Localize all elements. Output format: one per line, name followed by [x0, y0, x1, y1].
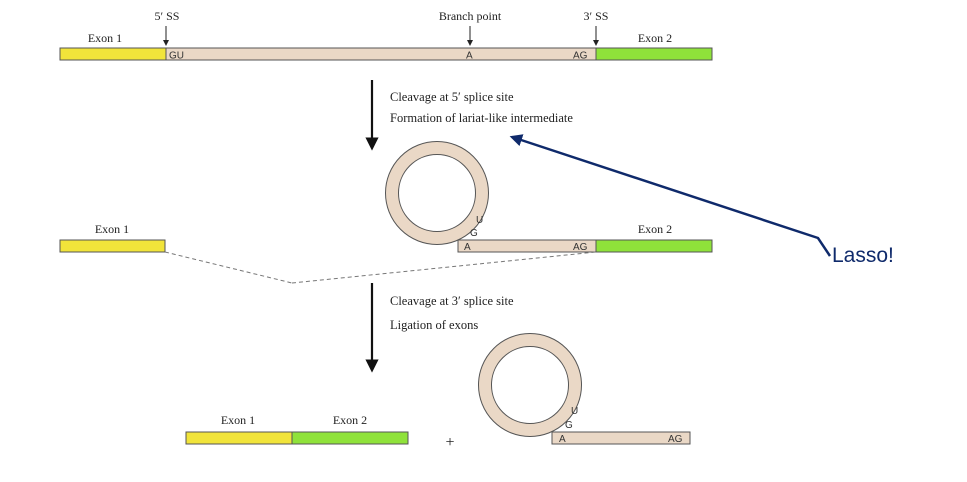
plus-sign: + — [445, 434, 454, 451]
lariat-ag-label: AG — [573, 242, 588, 253]
ag-label: AG — [573, 51, 588, 62]
exon2-label: Exon 2 — [638, 31, 672, 45]
excised-ag-label: AG — [668, 434, 683, 445]
lasso-label: Lasso! — [832, 244, 894, 267]
gu-label: GU — [169, 51, 184, 62]
ss5-label: 5′ SS — [155, 9, 180, 23]
step1-line1: Cleavage at 5′ splice site — [390, 90, 514, 104]
branch-a-label: A — [466, 51, 473, 62]
exon1-bar — [59, 47, 167, 61]
product-exon1-label: Exon 1 — [221, 413, 255, 427]
step1-line2: Formation of lariat-like intermediate — [390, 111, 573, 125]
exon1-free-bar — [59, 239, 166, 253]
step2-line2: Ligation of exons — [390, 318, 478, 332]
lariat-intermediate: Exon 1 Exon 2 U G A AG — [59, 141, 713, 284]
product-exon2-bar — [291, 431, 409, 445]
lariat-loop — [386, 142, 488, 244]
step2: Cleavage at 3′ splice site Ligation of e… — [365, 283, 514, 373]
product-exon2-label: Exon 2 — [333, 413, 367, 427]
excised-a-label: A — [559, 434, 566, 445]
pre-mrna: 5′ SS Branch point 3′ SS Exon 1 Exon 2 G… — [59, 9, 713, 62]
lariat-u-label: U — [476, 215, 483, 226]
exon1-label-free: Exon 1 — [95, 222, 129, 236]
branch-point-arrowhead — [467, 40, 473, 46]
spliced-mrna: Exon 1 Exon 2 — [185, 413, 409, 445]
exon2-attached-bar — [595, 239, 713, 253]
excised-tail-bar — [551, 431, 691, 445]
exon2-label-attached: Exon 2 — [638, 222, 672, 236]
ss3-arrowhead — [593, 40, 599, 46]
lasso-arrow — [509, 134, 832, 257]
ss3-label: 3′ SS — [584, 9, 609, 23]
lasso-callout: Lasso! — [509, 134, 894, 267]
step1: Cleavage at 5′ splice site Formation of … — [365, 80, 573, 151]
ss5-arrowhead — [163, 40, 169, 46]
product-exon1-bar — [185, 431, 293, 445]
exon1-label: Exon 1 — [88, 31, 122, 45]
join-dash-right — [291, 251, 597, 284]
step2-line1: Cleavage at 3′ splice site — [390, 294, 514, 308]
lariat-g-label: G — [470, 228, 478, 239]
excised-u-label: U — [571, 406, 578, 417]
intron-bar — [165, 47, 597, 61]
excised-lariat: U G A AG — [478, 333, 691, 445]
join-dash-left — [164, 251, 293, 284]
exon2-bar — [595, 47, 713, 61]
excised-loop — [479, 334, 581, 436]
excised-g-label: G — [565, 420, 573, 431]
lariat-a-label: A — [464, 242, 471, 253]
branch-point-label: Branch point — [439, 9, 502, 23]
